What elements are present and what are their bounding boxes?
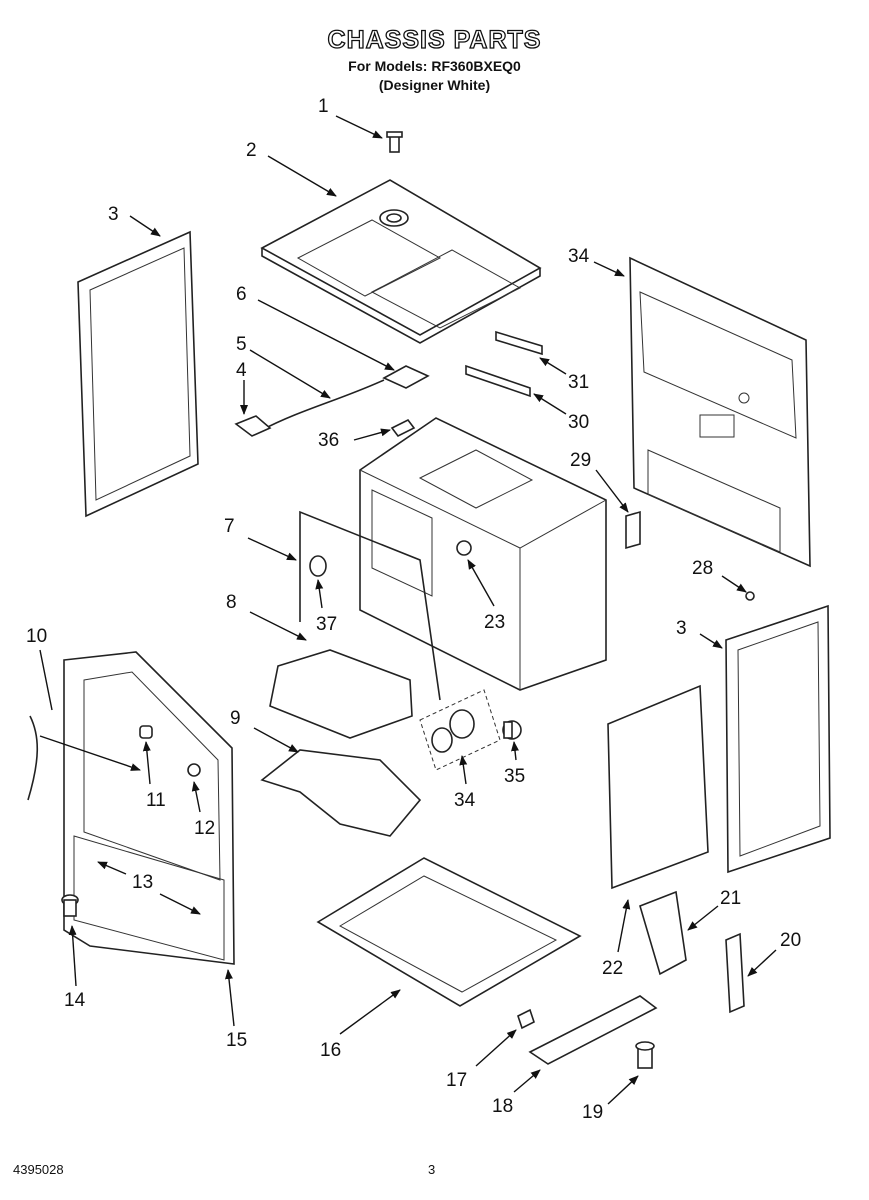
part-plug [309,555,327,577]
part-strip [725,932,745,1014]
callout-15: 15 [226,1030,247,1051]
part-foot [635,1041,655,1069]
callout-9: 9 [230,708,241,729]
part-oven-cavity [359,417,607,691]
callout-8: 8 [226,592,237,613]
part-latch [625,510,641,550]
callout-30: 31 [568,372,589,393]
part-door-screw [139,725,153,739]
leader-lines [39,115,777,1105]
part-back-panel [629,256,811,568]
page-title: CHASSIS PARTS [327,25,542,54]
part-side-panel-left [77,230,199,518]
callout-14: 14 [64,990,86,1011]
callout-31: 34 [568,246,590,267]
part-cooktop [260,179,542,344]
callout-19: 19 [582,1102,603,1123]
callout-37: 37 [316,614,337,635]
part-sensor [456,540,472,556]
part-terminal-block [495,330,543,356]
part-bake-element [260,749,422,837]
part-side-panel-right [725,604,831,874]
part-heat-shield [607,684,709,890]
part-drawer-pan [316,857,582,1007]
callout-10: 10 [26,626,47,647]
callout-11: 11 [146,790,166,811]
part-bulb [502,720,522,740]
part-corner-bracket [639,890,687,976]
part-rail [528,995,658,1065]
models-line: For Models: RF360BXEQ0 [0,58,869,74]
part-door-knob [187,763,201,777]
callout-5: 5 [236,334,247,355]
callout-17: 17 [446,1070,467,1091]
callout-18: 18 [492,1096,513,1117]
callout-12: 12 [194,818,215,839]
callout-21: 21 [720,888,741,909]
callout-27: 28 [692,558,713,579]
document-number: 4395028 [13,1162,64,1177]
callout-28: 29 [570,450,591,471]
part-switch-wire [234,365,430,437]
color-text: (Designer White) [378,77,491,93]
callout-4: 4 [236,360,247,381]
callout-23: 23 [484,612,505,633]
part-bracket [465,364,531,398]
callout-labels: 1 2 3 6 5 4 36 31 30 34 29 7 37 23 28 3 … [26,96,801,1123]
callout-35: 35 [504,766,525,787]
callout-6: 6 [236,284,247,305]
part-door [63,651,235,965]
page-number: 3 [428,1162,436,1177]
part-gasket [299,510,441,701]
part-broil-element [269,649,413,739]
part-door-gasket [27,715,39,801]
callout-1: 1 [318,96,329,117]
models-text: For Models: RF360BXEQ0 [348,58,521,74]
callout-2: 2 [246,140,257,161]
callout-3-right: 3 [676,618,687,639]
part-screw-side [745,591,755,601]
callout-29: 30 [568,412,589,433]
callout-36: 36 [318,430,339,451]
callout-34: 34 [454,790,476,811]
part-small-clip [517,1008,535,1030]
callout-3: 3 [108,204,119,225]
part-clip [390,418,416,438]
color-line: (Designer White) [0,77,869,93]
callout-22: 22 [602,958,623,979]
callout-13: 13 [132,872,153,893]
callout-20: 20 [780,930,801,951]
callout-7: 7 [224,516,235,537]
part-light-assembly [419,689,501,771]
part-leveling-foot [61,894,79,917]
callout-16: 16 [320,1040,341,1061]
part-screw-top [386,131,403,153]
